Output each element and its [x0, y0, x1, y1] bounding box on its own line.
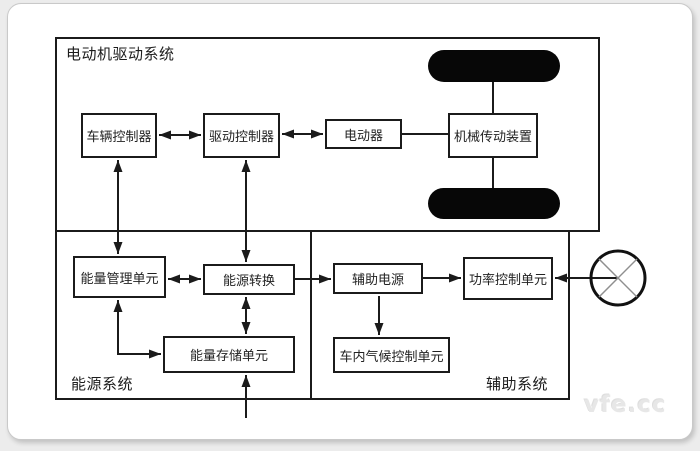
block-drive-controller: 驱动控制器 — [203, 113, 280, 158]
block-motor: 电动器 — [325, 119, 402, 149]
section-auxiliary-system — [310, 230, 570, 400]
block-power-control-unit: 功率控制单元 — [463, 257, 553, 300]
arrow-management-storage — [113, 300, 161, 359]
block-energy-management-unit: 能量管理单元 — [73, 256, 166, 298]
wheel-top-icon — [428, 50, 560, 82]
block-energy-conversion: 能源转换 — [203, 264, 295, 295]
auxiliary-system-label: 辅助系统 — [486, 375, 549, 393]
block-auxiliary-power: 辅助电源 — [333, 263, 423, 294]
energy-system-label: 能源系统 — [71, 375, 134, 393]
watermark-text: vfe.cc — [584, 392, 667, 418]
block-vehicle-controller: 车辆控制器 — [81, 113, 157, 158]
block-energy-storage-unit: 能量存储单元 — [163, 336, 295, 373]
wheel-bottom-icon — [428, 188, 560, 219]
block-mechanical-transmission: 机械传动装置 — [448, 113, 538, 158]
fan-icon — [589, 249, 647, 307]
motor-drive-system-label: 电动机驱动系统 — [66, 45, 175, 63]
block-climate-control-unit: 车内气候控制单元 — [333, 337, 450, 373]
